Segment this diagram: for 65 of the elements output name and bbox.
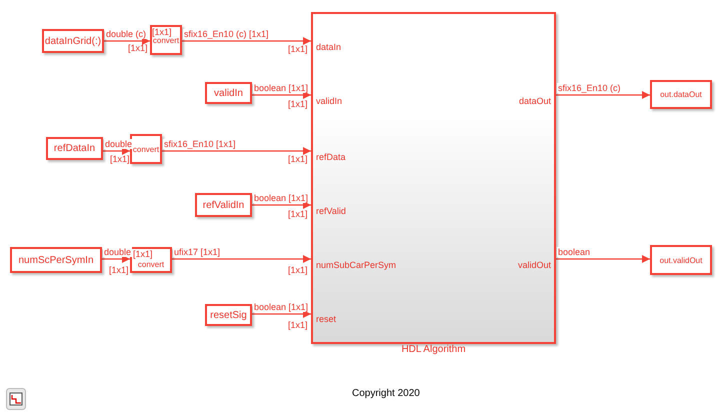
block xyxy=(42,29,104,53)
block-label: refValidIn xyxy=(202,200,244,210)
block-label: convert xyxy=(152,36,180,44)
dimension-label: [1x1] xyxy=(288,320,308,330)
edge-label: boolean xyxy=(557,247,592,257)
signal-arrow xyxy=(182,37,311,45)
port-label: dataIn xyxy=(316,42,342,52)
block-label: dataInGrid(:) xyxy=(44,36,102,46)
dimension-label: [1x1] xyxy=(110,154,130,164)
port-label: validOut xyxy=(518,260,551,270)
signal-arrow xyxy=(104,37,150,45)
dimension-label: [1x1] xyxy=(152,27,172,37)
dimension-label: [1x1] xyxy=(133,249,153,259)
edge-label: double xyxy=(103,247,132,257)
block xyxy=(130,247,172,273)
block-label: out.dataOut xyxy=(660,90,702,99)
signal-arrow xyxy=(252,310,311,318)
port-label: reset xyxy=(316,314,336,324)
signal-arrow xyxy=(252,201,311,209)
signal-arrow xyxy=(556,91,650,99)
edge-label: sfix16_En10 [1x1] xyxy=(163,139,237,149)
block xyxy=(205,82,252,104)
block xyxy=(205,304,252,326)
block-label: convert xyxy=(132,144,160,154)
port-label: refData xyxy=(316,152,346,162)
signal-arrow xyxy=(252,91,311,99)
block xyxy=(650,245,712,275)
block-label: validIn xyxy=(214,88,243,98)
edge-label: ufix17 [1x1] xyxy=(173,247,222,257)
block xyxy=(46,137,103,160)
port-label: validIn xyxy=(316,96,342,106)
block-label: convert xyxy=(138,260,164,268)
block-label: numScPerSymIn xyxy=(18,254,94,266)
dimension-label: [1x1] xyxy=(288,99,308,109)
port-label: dataOut xyxy=(518,96,551,106)
port-label: numSubCarPerSym xyxy=(316,260,396,270)
block-label: out.validOut xyxy=(660,256,702,264)
block xyxy=(10,247,102,273)
dimension-label: [1x1] xyxy=(288,265,308,275)
copyright-note: Copyright 2020 xyxy=(352,389,420,399)
edge-label: sfix16_En10 (c) xyxy=(557,83,622,93)
dimension-label: [1x1] xyxy=(288,44,308,54)
dimension-label: [1x1] xyxy=(288,209,308,219)
block-label: resetSig xyxy=(210,310,247,320)
dimension-label: [1x1] xyxy=(109,265,129,275)
block xyxy=(650,80,712,109)
edge-label: double xyxy=(104,139,134,149)
block-label: refDataIn xyxy=(54,143,96,154)
port-label: refValid xyxy=(316,206,346,216)
block-title: HDL Algorithm xyxy=(400,344,467,355)
dimension-label: [1x1] xyxy=(288,154,308,164)
signal-arrow xyxy=(162,147,311,155)
signal-arrow xyxy=(172,255,311,263)
dimension-label: [1x1] xyxy=(128,43,148,53)
edge-label: sfix16_En10 (c) [1x1] xyxy=(183,29,270,39)
signal-arrow xyxy=(556,255,650,263)
block xyxy=(150,25,182,55)
signal-arrow xyxy=(102,255,130,263)
edge-label: boolean [1x1] xyxy=(253,193,310,203)
edge-label: boolean [1x1] xyxy=(253,83,310,93)
signal-arrow xyxy=(103,147,130,155)
block xyxy=(195,193,252,217)
block xyxy=(130,134,162,164)
edge-label: double (c) xyxy=(105,29,148,39)
edge-label: boolean [1x1] xyxy=(253,302,310,312)
